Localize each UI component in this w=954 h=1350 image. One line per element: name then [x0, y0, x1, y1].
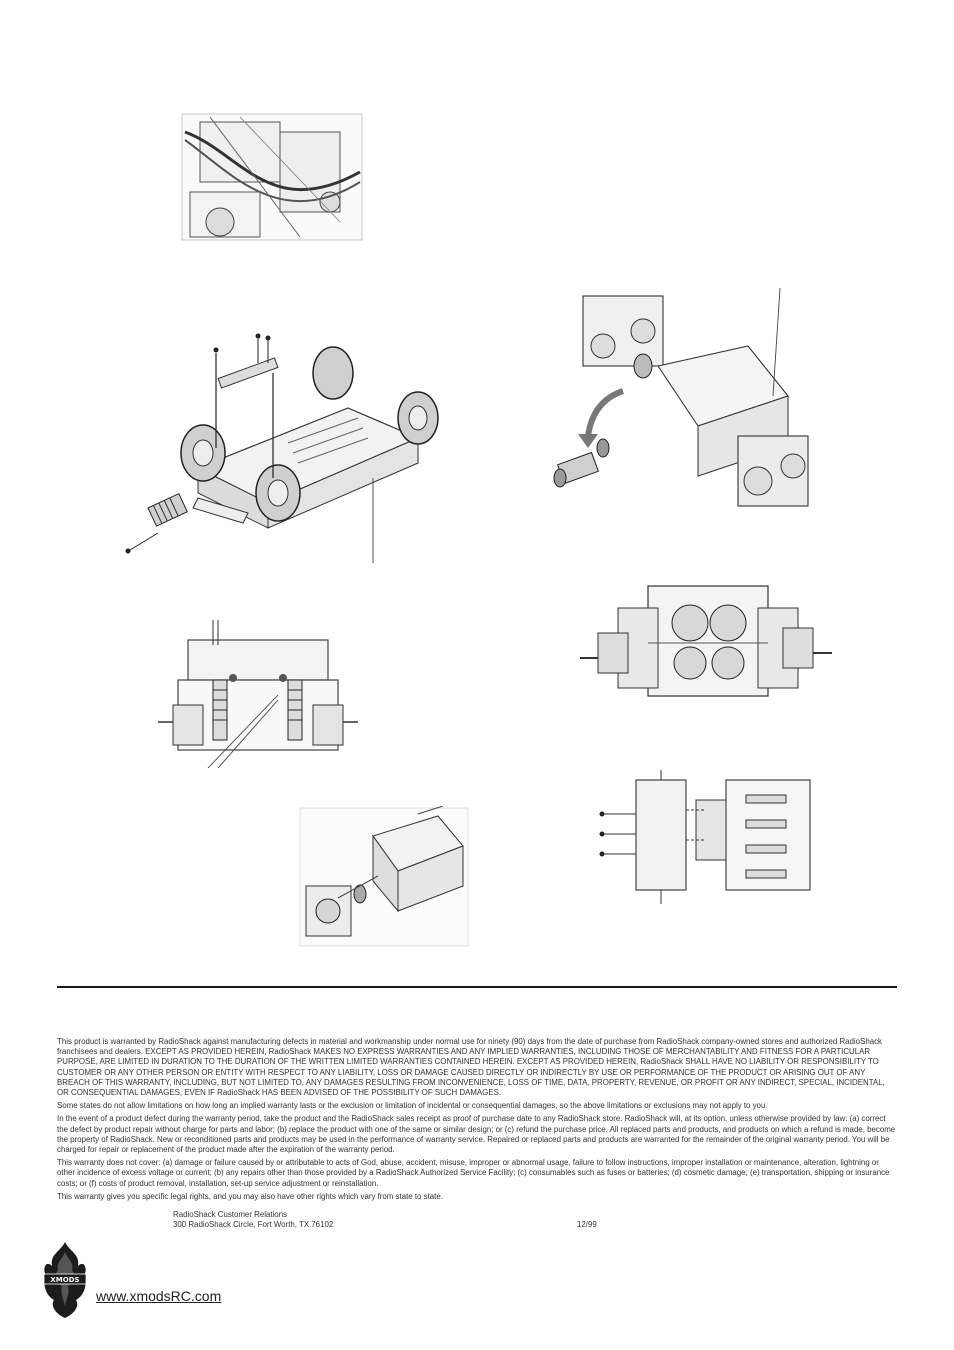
section-divider: [57, 986, 897, 988]
customer-relations-address: RadioShack Customer Relations 300 RadioS…: [173, 1210, 673, 1230]
warranty-paragraph-2: Some states do not allow limitations on …: [57, 1101, 768, 1111]
contact-line-1: RadioShack Customer Relations: [173, 1210, 288, 1219]
warranty-paragraph-1: This product is warranted by RadioShack …: [57, 1037, 885, 1098]
figure-suspension-front: [158, 620, 358, 768]
warranty-paragraph-4: This warranty does not cover: (a) damage…: [57, 1158, 890, 1188]
figure-motor-removal: [548, 286, 838, 518]
xmods-logo-icon: XMODS: [40, 1240, 90, 1325]
website-link[interactable]: www.xmodsRC.com: [96, 1288, 222, 1304]
limited-warranty-text: This product is warranted by RadioShack …: [57, 1037, 897, 1205]
figure-transmission-cutaway: [578, 578, 834, 706]
warranty-paragraph-5: This warranty gives you specific legal r…: [57, 1191, 443, 1201]
figure-gearbox-wires: [180, 112, 365, 244]
figure-chassis-exploded: [118, 328, 458, 568]
revision-date: 12/99: [577, 1220, 597, 1229]
logo-wordmark: XMODS: [50, 1276, 79, 1284]
warranty-paragraph-3: In the event of a product defect during …: [57, 1114, 896, 1155]
contact-line-2: 300 RadioShack Circle, Fort Worth, TX 76…: [173, 1220, 334, 1229]
figure-motor-gearbox: [298, 806, 470, 948]
figure-gearbox-mounting: [596, 770, 812, 906]
